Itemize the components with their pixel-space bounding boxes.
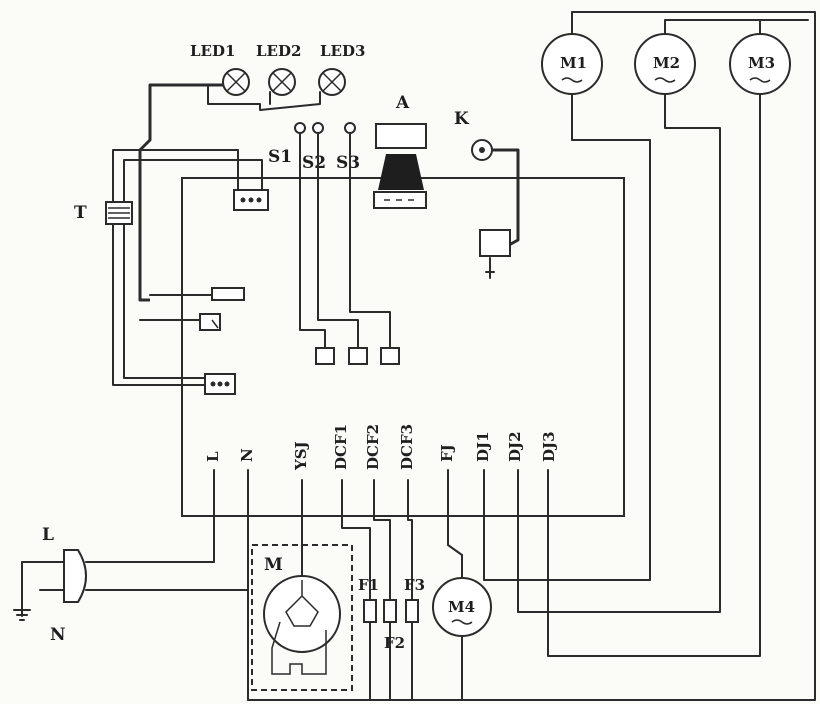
m-motor-enclosure [251,544,353,691]
motor-wiring [247,11,816,701]
fuse-f3 [405,599,419,623]
m1-label: M1 [560,54,587,72]
terminal-leads [85,469,463,701]
board-connector-t [204,373,236,395]
led2-label: LED2 [256,42,301,60]
terminal-fj: FJ [438,444,456,462]
a-module [373,123,427,209]
k-sensor [471,139,520,279]
switch-s1 [294,122,306,134]
board-connector-sensor [199,313,221,331]
m-motor [263,575,341,675]
switch-connectors [315,347,400,365]
plug-l-label: L [42,525,54,545]
terminal-dj2: DJ2 [506,431,524,462]
m-label: M [264,555,283,575]
a-label: A [395,93,410,113]
terminal-dcf1: DCF1 [332,424,350,470]
plug-n-label: N [50,625,66,645]
led2-lamp [268,68,296,96]
m2-label: M2 [653,54,680,72]
board-connector-led [211,287,245,301]
t-transformer [105,201,133,225]
m3-label: M3 [748,54,775,72]
terminal-n: N [238,448,256,462]
fuse-f2 [383,599,397,623]
fuse-f1 [363,599,377,623]
s1-label: S1 [268,147,292,167]
terminal-l: L [204,451,222,462]
led1-lamp [222,68,250,96]
board-connector-top [233,189,269,211]
mains-plug [13,549,87,621]
terminal-ysj: YSJ [292,441,310,471]
switch-wiring [299,132,391,349]
t-label: T [74,203,87,223]
led3-label: LED3 [320,42,365,60]
k-label: K [454,109,470,129]
f3-label: F3 [404,576,425,594]
motor-m4 [432,577,492,637]
f1-label: F1 [358,576,379,594]
s3-label: S3 [336,153,360,173]
t-wiring [112,149,263,386]
terminal-dcf2: DCF2 [364,424,382,470]
s2-label: S2 [302,153,326,173]
terminal-dcf3: DCF3 [398,424,416,470]
led-wiring [138,83,321,302]
led3-lamp [318,68,346,96]
f2-label: F2 [384,634,405,652]
switch-s2 [312,122,324,134]
led1-label: LED1 [190,42,235,60]
terminal-dj1: DJ1 [474,431,492,462]
terminal-dj3: DJ3 [540,431,558,462]
switch-s3 [344,122,356,134]
m4-label: M4 [448,598,475,616]
